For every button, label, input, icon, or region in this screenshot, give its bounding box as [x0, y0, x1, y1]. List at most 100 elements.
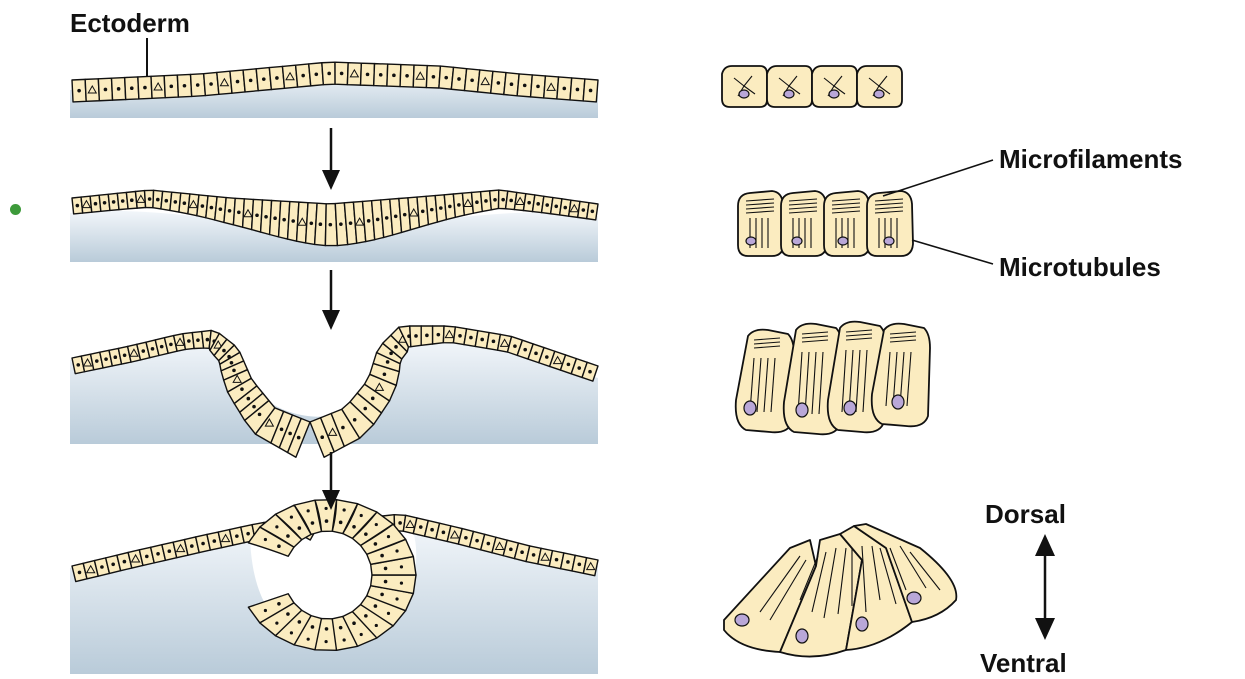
cell-nucleus — [375, 624, 378, 627]
cell-nucleus — [174, 200, 178, 204]
cell-nucleus — [792, 237, 802, 245]
cell-detail-columnar — [736, 322, 930, 435]
cell-nucleus — [280, 427, 284, 431]
cell-nucleus — [201, 204, 205, 208]
cell-nucleus — [513, 344, 517, 348]
cell-nucleus — [448, 205, 452, 209]
cell-nucleus — [856, 617, 868, 631]
ectoderm-cell — [544, 76, 559, 99]
cell-nucleus — [387, 612, 390, 615]
cell-detail-wedge — [724, 524, 956, 657]
cell-nucleus — [187, 339, 191, 343]
cell-nucleus — [385, 216, 389, 220]
cell-nucleus — [405, 74, 409, 78]
cell-nucleus — [480, 338, 484, 342]
stage-arrow-1 — [322, 128, 340, 190]
cell-nucleus — [523, 84, 527, 88]
cell-nucleus — [371, 397, 375, 401]
cell-nucleus — [545, 355, 549, 359]
cell-nucleus — [290, 631, 293, 634]
detail-cell — [824, 191, 870, 256]
cell-nucleus — [228, 209, 232, 213]
cell-nucleus — [329, 223, 333, 227]
cell-nucleus — [360, 514, 363, 517]
cell-nucleus — [183, 201, 187, 205]
cell-nucleus — [169, 343, 173, 347]
cell-nucleus — [282, 218, 286, 222]
cell-nucleus — [374, 542, 378, 546]
cell-nucleus — [297, 436, 301, 440]
cell-nucleus — [566, 560, 570, 564]
detail-cell — [867, 191, 913, 256]
cell-nucleus — [246, 532, 250, 536]
cell-nucleus — [527, 201, 531, 205]
cell-nucleus — [339, 222, 343, 226]
cell-nucleus — [784, 90, 794, 98]
cell-nucleus — [501, 198, 505, 202]
cell-nucleus — [311, 625, 315, 629]
bullet-icon — [10, 204, 21, 215]
cell-nucleus — [464, 536, 468, 540]
cell-nucleus — [123, 560, 127, 564]
cell-nucleus — [168, 549, 172, 553]
cell-nucleus — [324, 640, 327, 643]
cell-nucleus — [589, 89, 593, 93]
cell-nucleus — [209, 82, 213, 86]
cell-nucleus — [470, 78, 474, 82]
stage-arrow-2 — [322, 270, 340, 330]
cell-nucleus — [475, 200, 479, 204]
cell-nucleus — [437, 333, 441, 337]
cell-nucleus — [290, 516, 293, 519]
cell-nucleus — [374, 604, 378, 608]
cell-nucleus — [509, 199, 513, 203]
cell-nucleus — [349, 221, 353, 225]
cell-nucleus — [111, 562, 115, 566]
cell-nucleus — [148, 197, 152, 201]
cell-nucleus — [360, 633, 363, 636]
cell-nucleus — [151, 347, 155, 351]
cell-nucleus — [458, 334, 462, 338]
cell-nucleus — [222, 349, 226, 353]
cell-nucleus — [213, 539, 217, 543]
ectoderm-cell — [413, 65, 427, 87]
microfilaments-label: Microfilaments — [999, 146, 1183, 172]
cell-nucleus — [117, 87, 121, 91]
cell-nucleus — [892, 395, 904, 409]
cell-nucleus — [383, 372, 387, 376]
cell-nucleus — [545, 203, 549, 207]
cell-nucleus — [591, 210, 595, 214]
cell-nucleus — [258, 413, 262, 417]
cell-nucleus — [744, 401, 756, 415]
cell-nucleus — [156, 552, 160, 556]
cell-nucleus — [235, 534, 239, 538]
cell-nucleus — [339, 626, 343, 630]
cell-nucleus — [255, 213, 259, 217]
cell-nucleus — [884, 237, 894, 245]
cell-nucleus — [341, 426, 345, 430]
cell-nucleus — [376, 218, 380, 222]
cell-nucleus — [164, 199, 168, 203]
cell-nucleus — [394, 345, 398, 349]
cell-nucleus — [395, 549, 398, 552]
cell-nucleus — [196, 338, 200, 342]
cell-nucleus — [277, 544, 281, 548]
cell-nucleus — [536, 85, 540, 89]
cell-nucleus — [210, 206, 214, 210]
cell-nucleus — [264, 609, 267, 612]
cell-nucleus — [145, 555, 149, 559]
cell-nucleus — [588, 370, 592, 374]
cell-nucleus — [400, 565, 403, 568]
cell-nucleus — [275, 525, 278, 528]
cell-nucleus — [277, 602, 281, 606]
cell-nucleus — [384, 580, 388, 584]
cell-nucleus — [327, 72, 331, 76]
cell-nucleus — [536, 202, 540, 206]
cell-nucleus — [364, 532, 368, 536]
cell-nucleus — [130, 86, 134, 90]
cell-nucleus — [273, 216, 277, 220]
cell-nucleus — [315, 73, 319, 77]
cell-nucleus — [554, 204, 558, 208]
ectoderm-cell — [583, 558, 598, 576]
cell-nucleus — [735, 614, 749, 626]
